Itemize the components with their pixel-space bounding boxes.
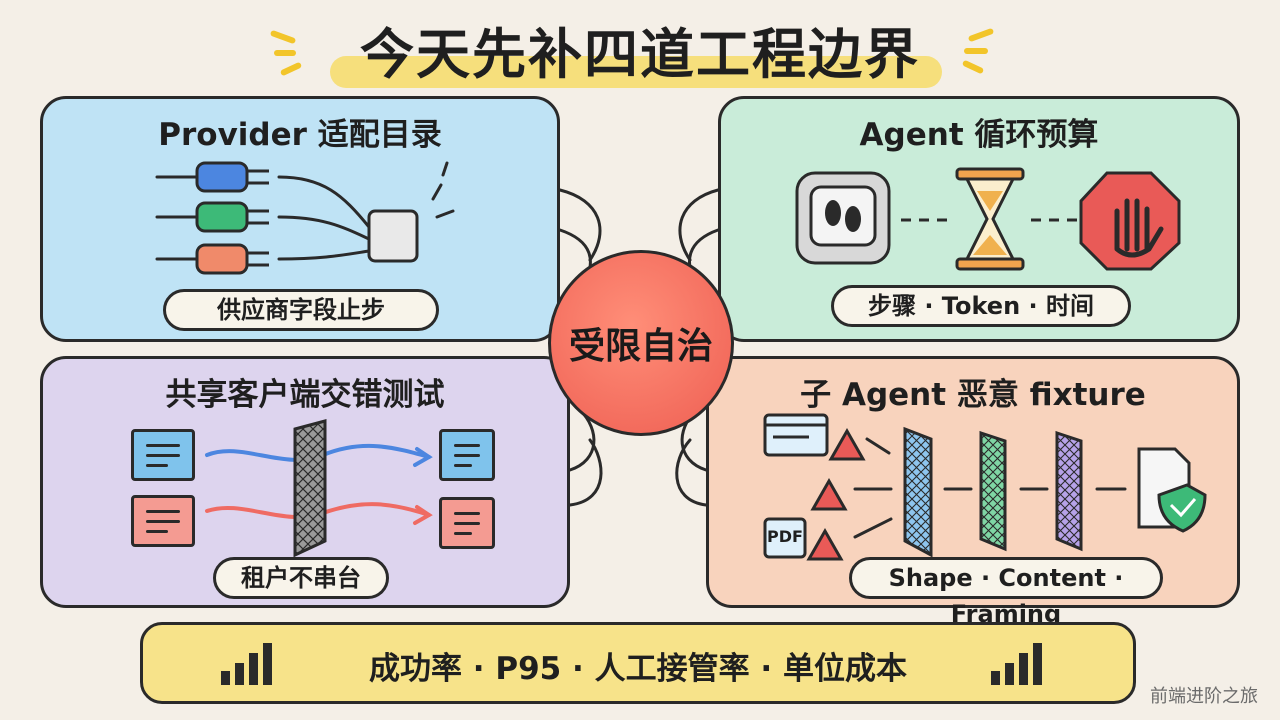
metrics-text: 成功率 · P95 · 人工接管率 · 单位成本 — [369, 651, 907, 687]
shared-client-panel-title: 共享客户端交错测试 — [165, 377, 445, 413]
page-title: 今天先补四道工程边界 — [360, 23, 920, 86]
fixture-pipeline-icon — [763, 413, 1207, 561]
sub-agent-panel-title: 子 Agent 恶意 fixture — [800, 377, 1146, 413]
request-doc-icon — [131, 429, 195, 481]
bar-chart-icon — [221, 643, 272, 685]
pdf-file-label: PDF — [767, 527, 803, 546]
plug-adapter-icon — [155, 161, 455, 275]
agent-budget-panel: Agent 循环预算 步骤 · Token · 时间 — [718, 96, 1240, 342]
bar-chart-icon — [991, 643, 1042, 685]
response-doc-icon — [439, 429, 495, 481]
metrics-bar: 成功率 · P95 · 人工接管率 · 单位成本 — [140, 622, 1136, 704]
provider-panel: Provider 适配目录 供应商字段止步 — [40, 96, 560, 342]
shared-client-pill: 租户不串台 — [213, 557, 389, 599]
provider-panel-title: Provider 适配目录 — [158, 117, 442, 153]
request-doc-icon — [131, 495, 195, 547]
isolation-mesh-icon — [205, 419, 433, 558]
sub-agent-pill: Shape · Content · Framing — [849, 557, 1163, 628]
provider-pill: 供应商字段止步 — [163, 289, 439, 331]
agent-budget-panel-title: Agent 循环预算 — [859, 117, 1099, 153]
spark-icon — [274, 50, 296, 56]
shared-client-panel: 共享客户端交错测试 租户不串台 — [40, 356, 570, 608]
spark-icon — [964, 48, 988, 54]
title-area: 今天先补四道工程边界 — [0, 6, 1280, 88]
title-highlight — [330, 56, 942, 88]
sub-agent-panel: 子 Agent 恶意 fixture PDF { } Shape · Conte… — [706, 356, 1240, 628]
watermark: 前端进阶之旅 — [1150, 686, 1258, 707]
center-hub: 受限自治 — [548, 250, 734, 436]
budget-icons — [795, 167, 1181, 271]
response-doc-icon — [439, 497, 495, 549]
agent-budget-pill: 步骤 · Token · 时间 — [831, 285, 1131, 327]
